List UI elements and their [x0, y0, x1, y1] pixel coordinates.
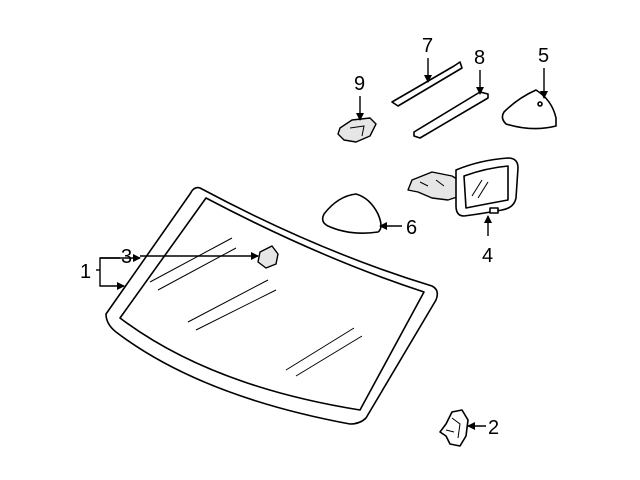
callout-7: 7	[422, 35, 433, 57]
rain-sensor	[257, 245, 279, 269]
trim-piece-5	[501, 89, 557, 130]
windshield-clip	[439, 409, 469, 447]
molding-strip-8	[413, 91, 489, 139]
callout-1: 1	[80, 261, 91, 283]
callout-2: 2	[488, 417, 499, 439]
callout-3: 3	[121, 246, 132, 268]
leader-lines	[96, 58, 548, 430]
mirror-cover	[321, 193, 382, 234]
callout-6: 6	[406, 217, 417, 239]
callout-9: 9	[354, 73, 365, 95]
molding-strip-7	[391, 61, 463, 107]
bracket-9	[337, 117, 377, 143]
windshield	[105, 186, 439, 425]
callout-8: 8	[474, 47, 485, 69]
callout-4: 4	[482, 245, 493, 267]
rearview-mirror	[407, 157, 519, 217]
callout-5: 5	[538, 45, 549, 67]
